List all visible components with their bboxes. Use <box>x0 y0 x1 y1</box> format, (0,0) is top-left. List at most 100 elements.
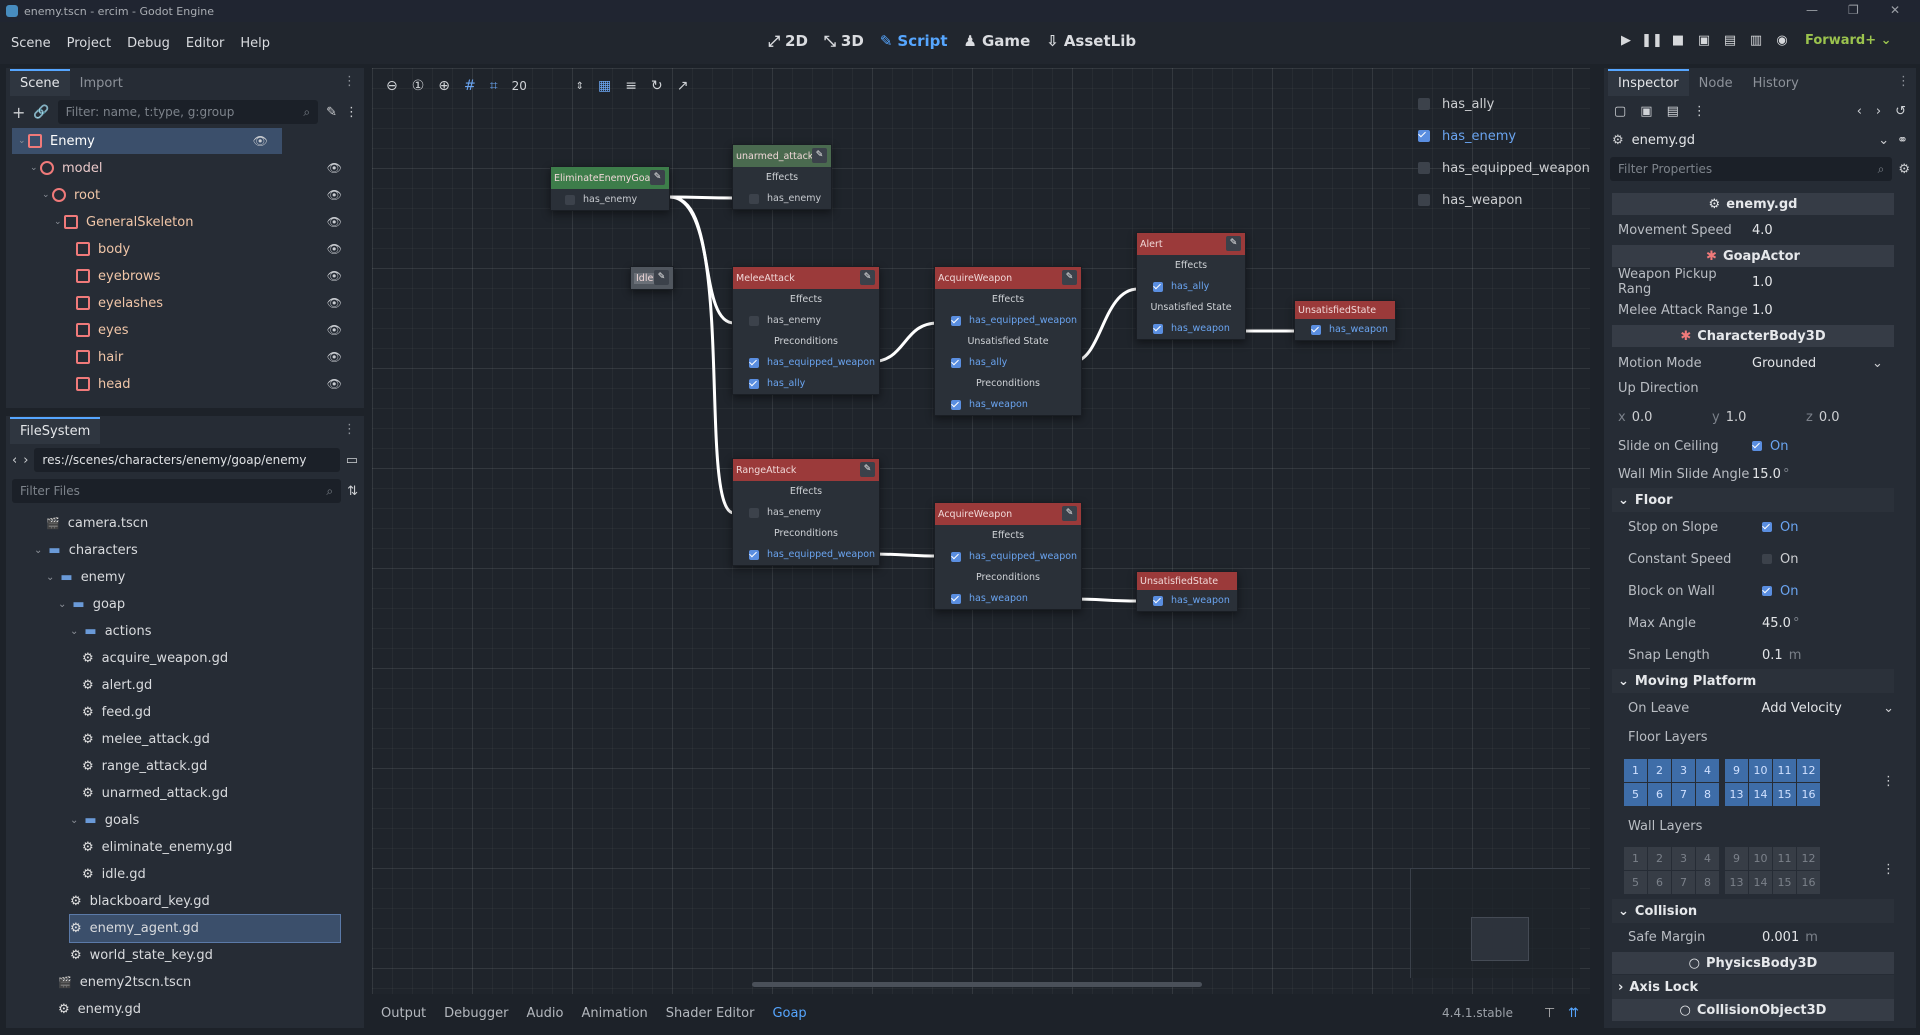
layer-cell[interactable]: 5 <box>1624 871 1647 894</box>
node-acquire-weapon[interactable]: AcquireWeapon✎ Effects has_equipped_weap… <box>934 266 1082 416</box>
layer-cell[interactable]: 16 <box>1797 871 1820 894</box>
open-folder-icon[interactable]: ▣ <box>1640 103 1653 119</box>
dock-menu-icon[interactable]: ⋮ <box>343 74 356 89</box>
node-range-attack[interactable]: RangeAttack✎ Effects has_enemy Precondit… <box>732 458 880 566</box>
horizontal-scrollbar[interactable] <box>752 982 1202 987</box>
scene-tree-node[interactable]: ⌄Enemy👁 <box>12 128 282 154</box>
checkbox[interactable] <box>1762 554 1772 564</box>
checkbox[interactable] <box>1153 281 1163 292</box>
checkbox[interactable] <box>951 357 961 368</box>
tab-debugger[interactable]: Debugger <box>444 1005 509 1021</box>
checkbox[interactable] <box>1418 98 1430 110</box>
workspace-3d[interactable]: ⤡3D <box>823 32 864 50</box>
visibility-eye-icon[interactable]: 👁 <box>326 242 342 256</box>
layer-cell[interactable]: 7 <box>1672 783 1695 806</box>
world-state-item[interactable]: has_equipped_weapon <box>1418 152 1590 184</box>
checkbox[interactable] <box>1418 194 1430 206</box>
file-item[interactable]: 🎬camera.tscn <box>46 510 148 537</box>
scene-tree-node[interactable]: ⌄GeneralSkeleton👁 <box>12 209 356 235</box>
visibility-eye-icon[interactable]: 👁 <box>326 269 342 283</box>
layer-cell[interactable]: 12 <box>1797 847 1820 870</box>
new-resource-icon[interactable]: ▢ <box>1614 103 1627 119</box>
pause-icon[interactable]: ❚❚ <box>1641 33 1663 48</box>
dock-menu-icon[interactable]: ⋮ <box>343 422 356 437</box>
tab-animation[interactable]: Animation <box>581 1005 648 1021</box>
chevron-down-icon[interactable]: ⌄ <box>18 136 26 146</box>
workspace-assetlib[interactable]: ⇩AssetLib <box>1046 32 1137 50</box>
file-item[interactable]: ⚙world_state_key.gd <box>70 942 213 969</box>
zoom-in-icon[interactable]: ⊕ <box>438 78 451 94</box>
visibility-eye-icon[interactable]: 👁 <box>326 161 342 175</box>
visibility-eye-icon[interactable]: 👁 <box>326 350 342 364</box>
stop-icon[interactable]: ■ <box>1671 33 1685 48</box>
layer-cell[interactable]: 13 <box>1725 783 1748 806</box>
scene-filter-input[interactable]: Filter: name, t:type, g:group ⌕ <box>57 100 319 124</box>
node-unarmed-attack[interactable]: unarmed_attack✎ Effects has_enemy <box>732 144 832 210</box>
chevron-down-icon[interactable]: ⌄ <box>58 599 67 610</box>
workspace-game[interactable]: ♟Game <box>963 32 1031 50</box>
script-icon[interactable]: ✎ <box>860 270 875 285</box>
menu-editor[interactable]: Editor <box>185 35 225 51</box>
zoom-reset-icon[interactable]: ① <box>411 78 425 94</box>
checkbox[interactable] <box>749 549 759 560</box>
file-item[interactable]: ⌄▬actions <box>70 618 151 645</box>
file-item[interactable]: ⚙idle.gd <box>82 861 146 888</box>
node-alert[interactable]: Alert✎ Effects has_ally Unsatisfied Stat… <box>1136 232 1246 340</box>
add-node-icon[interactable]: + <box>12 102 26 122</box>
scene-tree-node[interactable]: eyelashes👁 <box>12 290 356 316</box>
checkbox[interactable] <box>749 315 759 326</box>
layer-cell[interactable]: 3 <box>1672 847 1695 870</box>
layer-cell[interactable]: 8 <box>1696 783 1719 806</box>
world-state-item[interactable]: has_ally <box>1418 88 1590 120</box>
checkbox[interactable] <box>749 507 759 518</box>
filter-files-input[interactable]: Filter Files ⌕ <box>12 479 342 503</box>
group-moving-platform[interactable]: ⌄Moving Platform <box>1612 669 1894 693</box>
scene-tree-node[interactable]: eyebrows👁 <box>12 263 356 289</box>
tab-inspector[interactable]: Inspector <box>1608 69 1689 96</box>
layer-cell[interactable]: 11 <box>1773 759 1796 782</box>
layer-cell[interactable]: 8 <box>1696 871 1719 894</box>
remote-debug-icon[interactable]: ▣ <box>1697 33 1711 48</box>
history-icon[interactable]: ↺ <box>1895 103 1906 119</box>
layer-cell[interactable]: 10 <box>1749 759 1772 782</box>
back-icon[interactable]: ‹ <box>12 452 18 468</box>
file-item[interactable]: ⚙eliminate_enemy.gd <box>82 834 232 861</box>
forward-icon[interactable]: › <box>1875 103 1882 119</box>
save-icon[interactable]: ▤ <box>1666 103 1679 119</box>
world-state-item[interactable]: has_enemy <box>1418 120 1590 152</box>
layer-cell[interactable]: 15 <box>1773 783 1796 806</box>
scene-tree-node[interactable]: ⌄root👁 <box>12 182 356 208</box>
workspace-2d[interactable]: ⤢2D <box>768 32 808 50</box>
scene-tree-node[interactable]: ⌄model👁 <box>12 155 356 181</box>
file-item[interactable]: ⚙unarmed_attack.gd <box>82 780 228 807</box>
layer-cell[interactable]: 11 <box>1773 847 1796 870</box>
layer-cell[interactable]: 7 <box>1672 871 1695 894</box>
refresh-icon[interactable]: ↻ <box>651 78 663 94</box>
layer-cell[interactable]: 9 <box>1725 847 1748 870</box>
attach-script-icon[interactable]: ✎ <box>326 104 337 120</box>
arrange-nodes-icon[interactable]: ≡ <box>625 78 638 94</box>
group-axis-lock[interactable]: ›Axis Lock <box>1612 975 1894 999</box>
maximize-icon[interactable]: ❐ <box>1848 3 1859 17</box>
node-acquire-weapon[interactable]: AcquireWeapon✎ Effects has_equipped_weap… <box>934 502 1082 610</box>
more-icon[interactable]: ⋮ <box>1882 774 1895 789</box>
workspace-script[interactable]: ✎Script <box>879 32 948 50</box>
tab-history[interactable]: History <box>1752 76 1799 91</box>
object-properties-icon[interactable]: ⚭ <box>1897 132 1908 148</box>
layer-cell[interactable]: 2 <box>1648 847 1671 870</box>
menu-scene[interactable]: Scene <box>11 35 51 51</box>
script-icon[interactable]: ✎ <box>1062 270 1077 285</box>
category-script[interactable]: ⚙enemy.gd <box>1612 193 1894 215</box>
expand-panel-icon[interactable]: ⇈ <box>1568 1005 1579 1021</box>
resource-selector[interactable]: ⚙ enemy.gd ⌄ ⚭ <box>1612 132 1908 148</box>
script-icon[interactable]: ✎ <box>1062 506 1077 521</box>
